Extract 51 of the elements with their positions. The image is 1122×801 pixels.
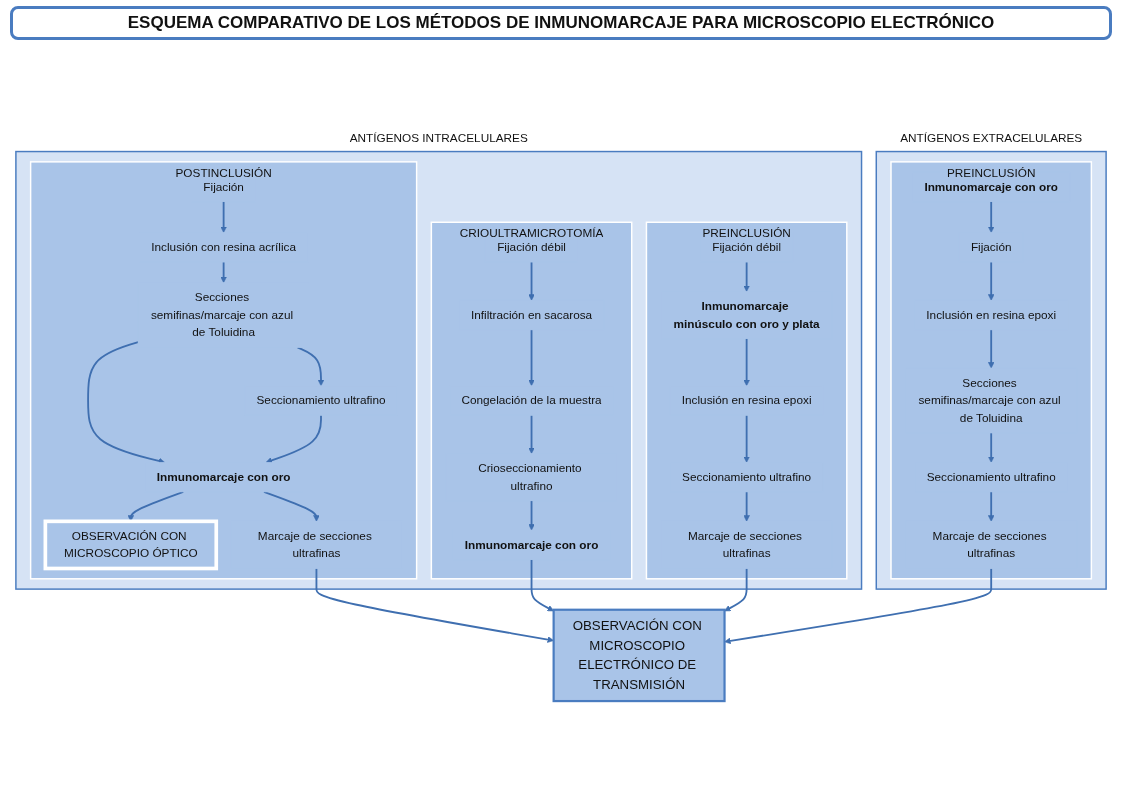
node-text: Seccionamiento ultrafino <box>682 470 812 484</box>
arrow <box>724 567 993 645</box>
node-text: Fijación <box>203 180 244 193</box>
node-text: Fijación débil <box>497 240 566 254</box>
node-label: ANTÍGENOS INTRACELULARES <box>349 131 528 145</box>
node-text: Secciones semifinas/marcaje con azul de Toluidina <box>150 290 294 339</box>
arrow <box>296 346 325 387</box>
arrow <box>987 328 995 369</box>
cluster <box>875 150 1107 590</box>
arrow <box>743 490 750 522</box>
arrow <box>528 328 535 387</box>
arrow <box>530 558 554 612</box>
node-text: Inmunomarcaje minúsculo con oro y plata <box>673 299 820 330</box>
node-text: Seccionamiento ultrafino <box>256 393 386 407</box>
diagram-title: ESQUEMA COMPARATIVO DE LOS MÉTODOS DE INMUNOMARCAJE PARA MICROSCOPIO ELECTRÓNICO <box>10 6 1112 40</box>
arrow <box>987 261 995 301</box>
node-box: OBSERVACIÓN CON MICROSCOPIO ÓPTICO <box>43 519 219 571</box>
arrow <box>528 261 535 301</box>
node-text: Marcaje de secciones ultrafinas <box>688 529 802 560</box>
node-text: Inmunomarcaje con oro <box>464 538 599 551</box>
node-text: Congelación de la muestra <box>461 393 602 407</box>
node-text: Infiltración en sacarosa <box>470 308 593 321</box>
node-label: ANTÍGENOS EXTRACELULARES <box>900 131 1083 145</box>
arrow <box>987 200 995 233</box>
node-text: Seccionamiento ultrafino <box>926 470 1056 484</box>
arrow <box>987 432 995 463</box>
arrow <box>265 414 322 464</box>
node-text: Fijación <box>970 240 1012 254</box>
node-text: Inclusión con resina acrílica <box>151 240 297 254</box>
arrow <box>743 261 750 292</box>
node-text: Marcaje de secciones ultrafinas <box>932 529 1047 560</box>
node-text: Inmunomarcaje con oro <box>924 180 1058 193</box>
node-box: OBSERVACIÓN CON MICROSCOPIO ELECTRÓNICO DE TRANSMISIÓN <box>552 608 726 703</box>
node-text: Inclusión en resina epoxi <box>681 393 812 407</box>
arrow <box>743 414 750 463</box>
node-text: Secciones semifinas/marcaje con azul de Toluidina <box>918 376 1061 425</box>
arrow <box>220 261 227 283</box>
arrow <box>743 337 750 387</box>
arrow <box>315 567 554 643</box>
node-text: Fijación débil <box>712 240 782 254</box>
arrow <box>528 499 535 531</box>
arrow <box>220 200 227 233</box>
arrow <box>987 490 995 522</box>
node-text: Crioseccionamiento ultrafino <box>478 461 582 492</box>
arrow <box>724 567 748 612</box>
cluster <box>15 150 863 590</box>
arrow <box>263 490 320 522</box>
node-text: Inclusión en resina epoxi <box>926 308 1057 321</box>
arrow <box>528 414 535 454</box>
node-text: Inmunomarcaje con oro <box>156 470 291 484</box>
node-text: Marcaje de secciones ultrafinas <box>257 529 372 560</box>
